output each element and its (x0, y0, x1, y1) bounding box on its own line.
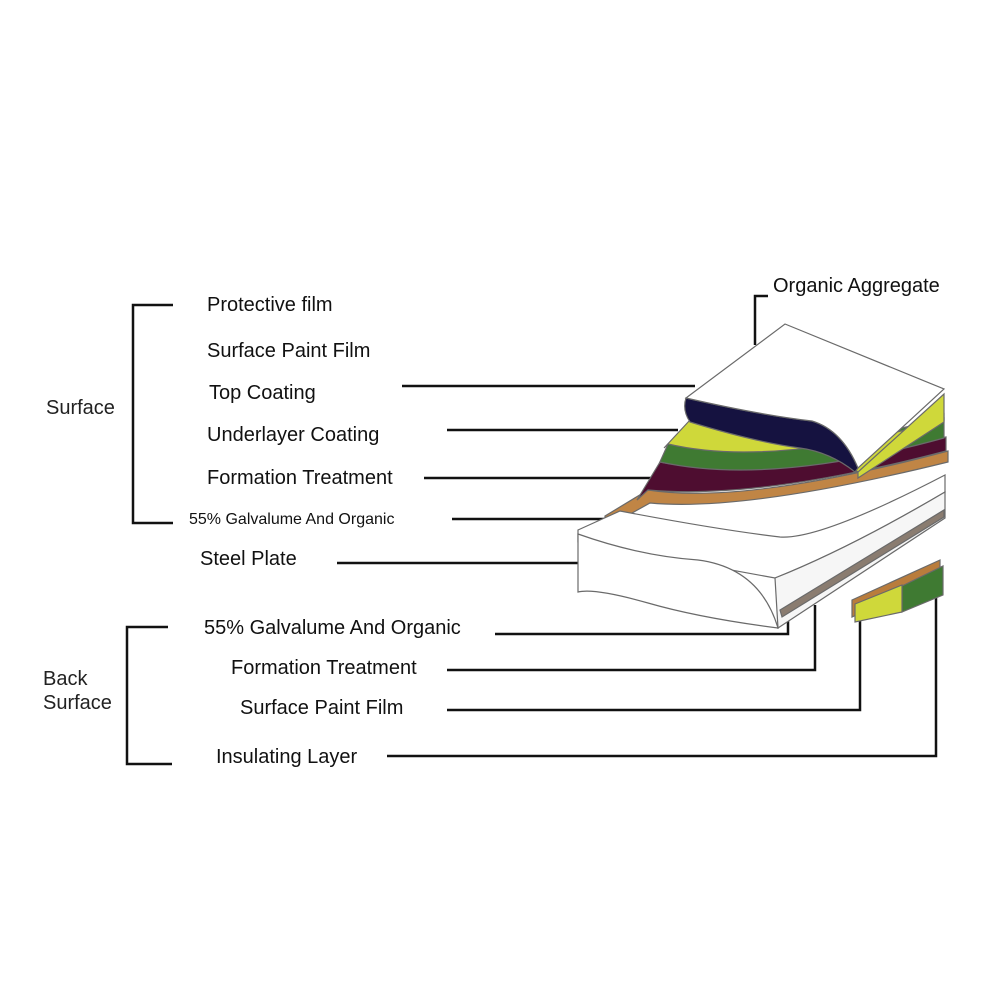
back-insulating-leader (387, 580, 938, 758)
surface-layer-galvalume: 55% Galvalume And Organic (189, 511, 395, 528)
back-layer-formation-treatment: Formation Treatment (231, 657, 417, 679)
surface-layer-underlayer-coating: Underlayer Coating (207, 424, 380, 446)
top-block-face (684, 323, 946, 470)
back-surface-bracket (125, 625, 172, 766)
organic-aggregate-label: Organic Aggregate (773, 275, 940, 297)
back-label-line2: Surface (43, 692, 112, 714)
steel-plate-label: Steel Plate (200, 548, 297, 570)
back-layer-insulating: Insulating Layer (216, 746, 358, 768)
surface-layer-paint-film: Surface Paint Film (207, 340, 371, 362)
back-label-line1: Back (43, 668, 88, 690)
surface-bracket (131, 303, 173, 525)
surface-group-label: Surface (46, 397, 115, 419)
back-surface-group-label: Back Surface (43, 667, 112, 715)
yellow-green-side (854, 584, 903, 623)
back-thin-film (779, 508, 945, 618)
surface-layer-formation-treatment: Formation Treatment (207, 467, 393, 489)
surface-layer-top-coating: Top Coating (209, 382, 316, 404)
surface-layer-protective-film: Protective film (207, 294, 333, 316)
back-paint-film-leader (447, 602, 862, 712)
tan-layer (604, 450, 949, 530)
back-layer-galvalume: 55% Galvalume And Organic (204, 617, 461, 639)
back-formation-leader (447, 605, 817, 672)
organic-aggregate-leader (753, 294, 768, 345)
back-layer-paint-film: Surface Paint Film (240, 697, 404, 719)
yellow-green-front (857, 392, 945, 480)
